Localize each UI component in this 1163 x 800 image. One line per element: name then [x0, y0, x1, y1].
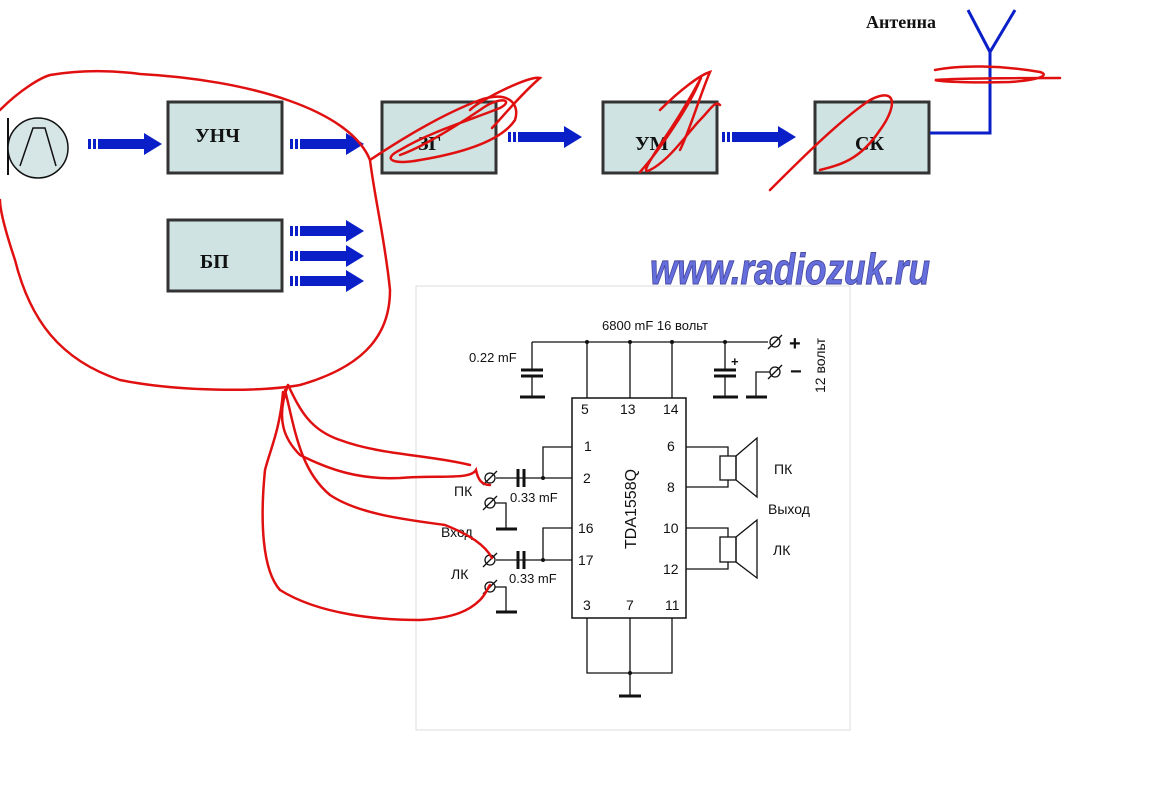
antenna-label: Антенна — [866, 12, 936, 32]
output-label: Выход — [768, 501, 810, 517]
block-label: УМ — [635, 133, 669, 155]
arrow-icon — [290, 270, 364, 292]
output-left-label: ЛК — [773, 542, 791, 558]
microphone-icon — [7, 117, 69, 179]
block-unch: УНЧ — [166, 100, 284, 175]
input-left-label: ЛК — [451, 566, 469, 582]
pin-label: 11 — [665, 597, 680, 613]
block-bp: БП — [166, 218, 284, 293]
arrow-icon — [290, 245, 364, 267]
watermark: www.radiozuk.ru — [650, 245, 930, 294]
pin-label: 7 — [626, 597, 634, 613]
schematic: 6800 mF 16 вольт 0.22 mF + + − 12 вольт … — [441, 318, 828, 698]
input-cap-label: 0.33 mF — [509, 571, 557, 586]
block-label: УНЧ — [195, 125, 240, 147]
arrow-icon — [290, 220, 364, 242]
block-label: БП — [200, 251, 229, 273]
pin-label: 2 — [583, 470, 591, 486]
input-right-label: ПК — [454, 483, 473, 499]
arrow-icon — [88, 133, 162, 155]
schematic-frame — [415, 285, 851, 731]
pin-label: 16 — [578, 520, 594, 536]
input-label: Вход — [441, 524, 473, 540]
pin-label: 8 — [667, 479, 675, 495]
chip-label: TDA1558Q — [623, 469, 640, 549]
pin-label: 17 — [578, 552, 594, 568]
arrow-icon — [508, 126, 582, 148]
pin-label: 13 — [620, 401, 636, 417]
red-annotations — [0, 65, 1062, 622]
block-sk: СК — [813, 100, 931, 175]
arrow-icon — [722, 126, 796, 148]
plus-terminal-label: + — [789, 333, 801, 355]
pin-label: 12 — [663, 561, 679, 577]
pin-label: 14 — [663, 401, 679, 417]
output-right-label: ПК — [774, 461, 793, 477]
ic-chip — [571, 397, 687, 619]
supply-voltage-label: 12 вольт — [812, 337, 828, 393]
block-um: УМ — [601, 100, 719, 175]
pin-label: 6 — [667, 438, 675, 454]
cap-plus: + — [731, 354, 739, 369]
minus-terminal-label: − — [790, 361, 802, 383]
pin-label: 5 — [581, 401, 589, 417]
pin-label: 3 — [583, 597, 591, 613]
pin-label: 1 — [584, 438, 592, 454]
supply-cap-label: 6800 mF 16 вольт — [602, 318, 708, 333]
antenna-icon — [930, 9, 1017, 135]
pin-label: 10 — [663, 520, 679, 536]
input-cap-label: 0.33 mF — [510, 490, 558, 505]
filter-cap-label: 0.22 mF — [469, 350, 517, 365]
